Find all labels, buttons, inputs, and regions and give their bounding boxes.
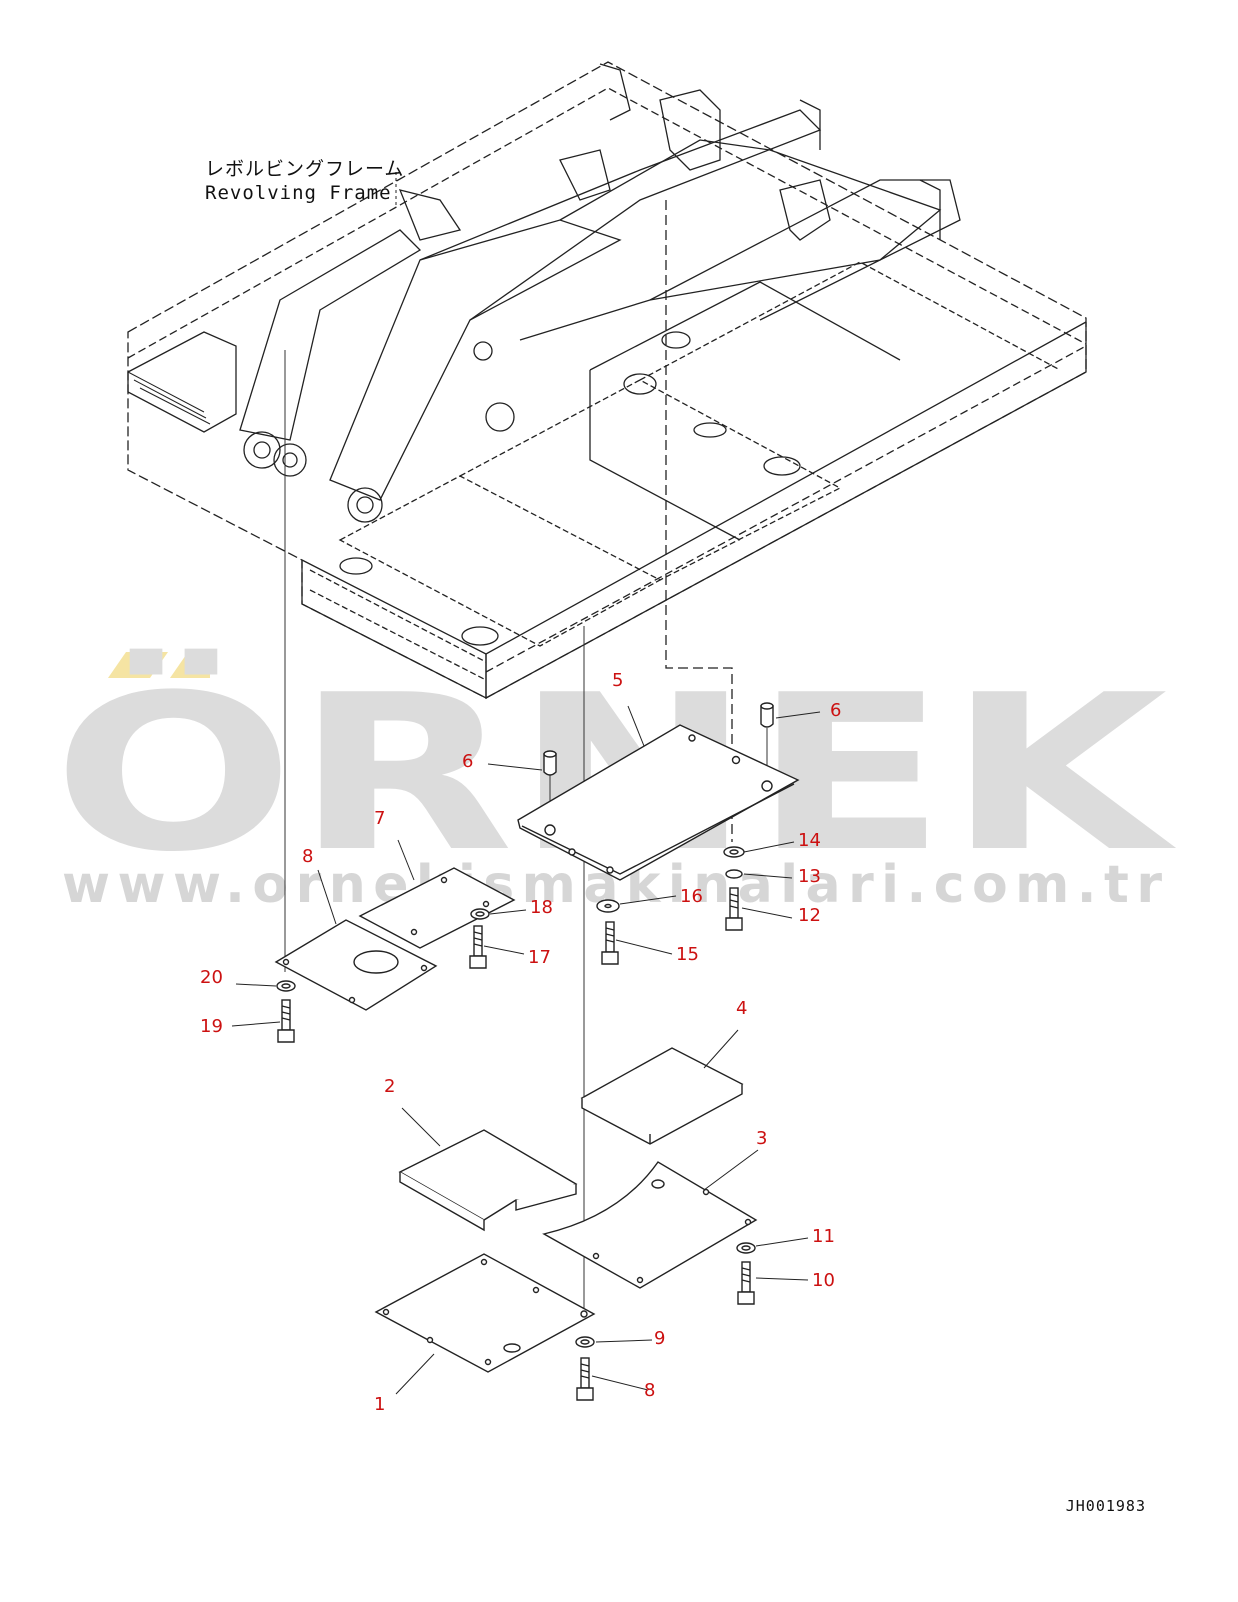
callout-18: 17 bbox=[528, 947, 551, 968]
part-2-block bbox=[398, 1129, 578, 1232]
part-6-spacer bbox=[543, 750, 557, 776]
callout-7: 7 bbox=[374, 808, 385, 829]
bolt bbox=[601, 921, 619, 965]
part-7-plate bbox=[358, 867, 516, 949]
washer bbox=[276, 980, 296, 992]
callout-9: 8 bbox=[644, 1380, 655, 1401]
bolt bbox=[576, 1357, 594, 1401]
frame-label-japanese: レボルビングフレーム bbox=[205, 158, 405, 180]
callout-1: 1 bbox=[374, 1394, 385, 1415]
part-5-cover-plate bbox=[517, 724, 800, 881]
frame-label: レボルビングフレーム Revolving Frame bbox=[205, 157, 404, 205]
washer bbox=[736, 1242, 756, 1254]
callout-2: 2 bbox=[384, 1076, 395, 1097]
part-4-block bbox=[580, 1047, 744, 1145]
callout-11: 10 bbox=[812, 1270, 835, 1291]
callout-8: 8 bbox=[302, 846, 313, 867]
washer bbox=[470, 908, 490, 920]
callout-10: 9 bbox=[654, 1328, 665, 1349]
washer bbox=[723, 846, 745, 858]
bolt bbox=[737, 1261, 755, 1305]
watermark-accent-marks bbox=[108, 652, 210, 678]
callout-12: 11 bbox=[812, 1226, 835, 1247]
callout-19: 18 bbox=[530, 897, 553, 918]
callout-5: 5 bbox=[612, 670, 623, 691]
callout-20: 19 bbox=[200, 1016, 223, 1037]
callout-14: 13 bbox=[798, 866, 821, 887]
callout-16: 15 bbox=[676, 944, 699, 965]
washer bbox=[596, 899, 620, 913]
callout-15: 14 bbox=[798, 830, 821, 851]
parts bbox=[274, 702, 800, 1401]
bolt bbox=[469, 925, 487, 969]
part-1-plate bbox=[374, 1253, 596, 1373]
callout-labels: 5 6 6 7 8 14 13 12 16 15 18 17 20 19 4 2… bbox=[200, 670, 841, 1415]
bolt bbox=[277, 999, 295, 1043]
drawing-code: JH001983 bbox=[1065, 1497, 1146, 1515]
callout-17: 16 bbox=[680, 886, 703, 907]
frame-label-english: Revolving Frame bbox=[205, 182, 392, 204]
part-6-spacer bbox=[760, 702, 774, 728]
callout-21: 20 bbox=[200, 967, 223, 988]
leader-lines bbox=[231, 705, 821, 1395]
washer bbox=[575, 1336, 595, 1348]
callout-13: 12 bbox=[798, 905, 821, 926]
callout-4: 4 bbox=[736, 998, 747, 1019]
revolving-frame bbox=[127, 61, 1087, 842]
washer bbox=[725, 869, 743, 879]
callout-6: 6 bbox=[462, 751, 473, 772]
callout-3: 3 bbox=[756, 1128, 767, 1149]
part-3-plate bbox=[542, 1161, 758, 1289]
callout-6: 6 bbox=[830, 700, 841, 721]
bolt bbox=[725, 887, 743, 931]
